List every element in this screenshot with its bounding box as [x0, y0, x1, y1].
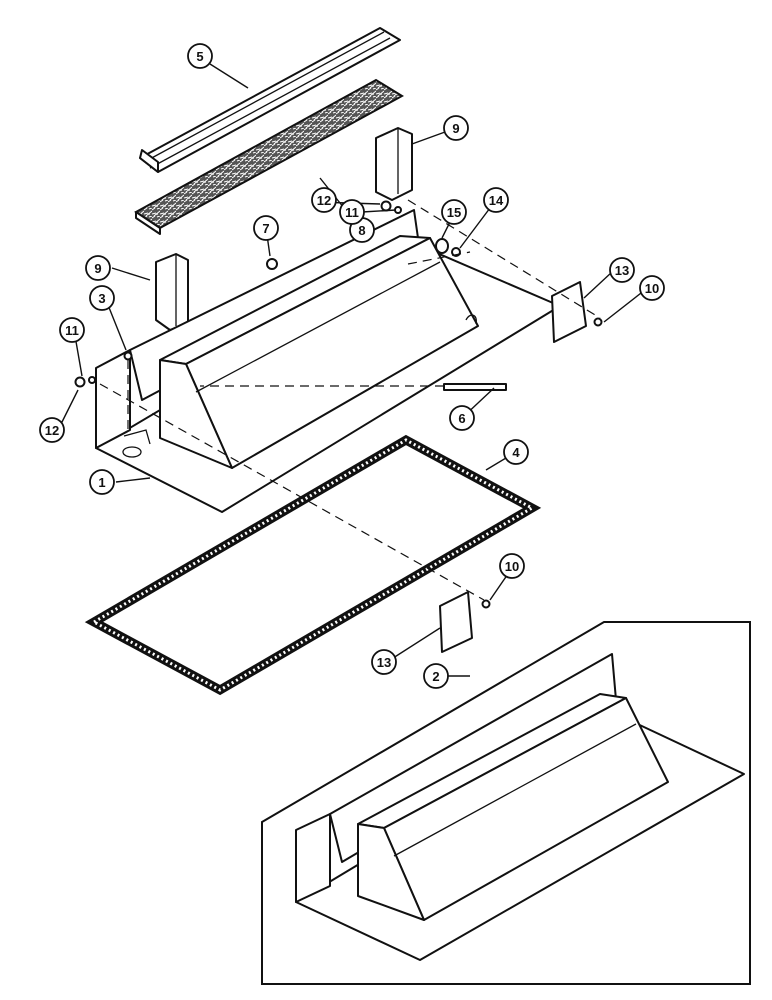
svg-text:11: 11 — [345, 205, 359, 220]
callout-3: 3 — [89, 285, 115, 311]
callout-6: 6 — [449, 405, 475, 431]
svg-text:15: 15 — [447, 205, 461, 220]
leader-lines — [59, 63, 651, 677]
svg-text:9: 9 — [94, 261, 101, 276]
svg-text:5: 5 — [196, 49, 203, 64]
svg-text:13: 13 — [377, 655, 391, 670]
callout-10-upper: 10 — [639, 275, 665, 301]
hardware — [74, 200, 603, 609]
callout-12-left: 12 — [39, 417, 65, 443]
svg-text:9: 9 — [452, 121, 459, 136]
svg-text:3: 3 — [98, 291, 105, 306]
svg-text:7: 7 — [262, 221, 269, 236]
bracket-left — [155, 253, 189, 331]
callout-14: 14 — [483, 187, 509, 213]
callout-12-upper: 12 — [311, 187, 337, 213]
callout-4: 4 — [503, 439, 529, 465]
callout-11-left: 11 — [59, 317, 85, 343]
callout-10-lower: 10 — [499, 553, 525, 579]
svg-text:6: 6 — [458, 411, 465, 426]
svg-text:8: 8 — [358, 223, 365, 238]
svg-text:13: 13 — [615, 263, 629, 278]
callout-13-lower: 13 — [371, 649, 397, 675]
svg-text:12: 12 — [317, 193, 331, 208]
svg-text:14: 14 — [489, 193, 504, 208]
bracket-right — [375, 127, 413, 201]
callout-7: 7 — [253, 215, 279, 241]
top-trim-channel — [139, 27, 401, 173]
callout-1: 1 — [89, 469, 115, 495]
inset-box — [261, 621, 751, 985]
cover-plate-lower — [439, 591, 473, 653]
svg-text:1: 1 — [98, 475, 105, 490]
svg-text:2: 2 — [432, 669, 439, 684]
callout-9-left: 9 — [85, 255, 111, 281]
gasket-frame — [84, 434, 542, 696]
svg-text:12: 12 — [45, 423, 59, 438]
svg-text:11: 11 — [65, 323, 79, 338]
assembly-lines — [99, 199, 601, 601]
callout-9-upper: 9 — [443, 115, 469, 141]
callout-13-upper: 13 — [609, 257, 635, 283]
cover-plate-upper — [551, 281, 587, 343]
callout-5: 5 — [187, 43, 213, 69]
callout-15: 15 — [441, 199, 467, 225]
assembled-housing — [295, 653, 745, 961]
callout-2: 2 — [423, 663, 449, 689]
callout-11-upper: 11 — [339, 199, 365, 225]
svg-text:10: 10 — [505, 559, 519, 574]
filter-pad — [134, 78, 404, 235]
svg-text:4: 4 — [512, 445, 520, 460]
svg-text:10: 10 — [645, 281, 659, 296]
